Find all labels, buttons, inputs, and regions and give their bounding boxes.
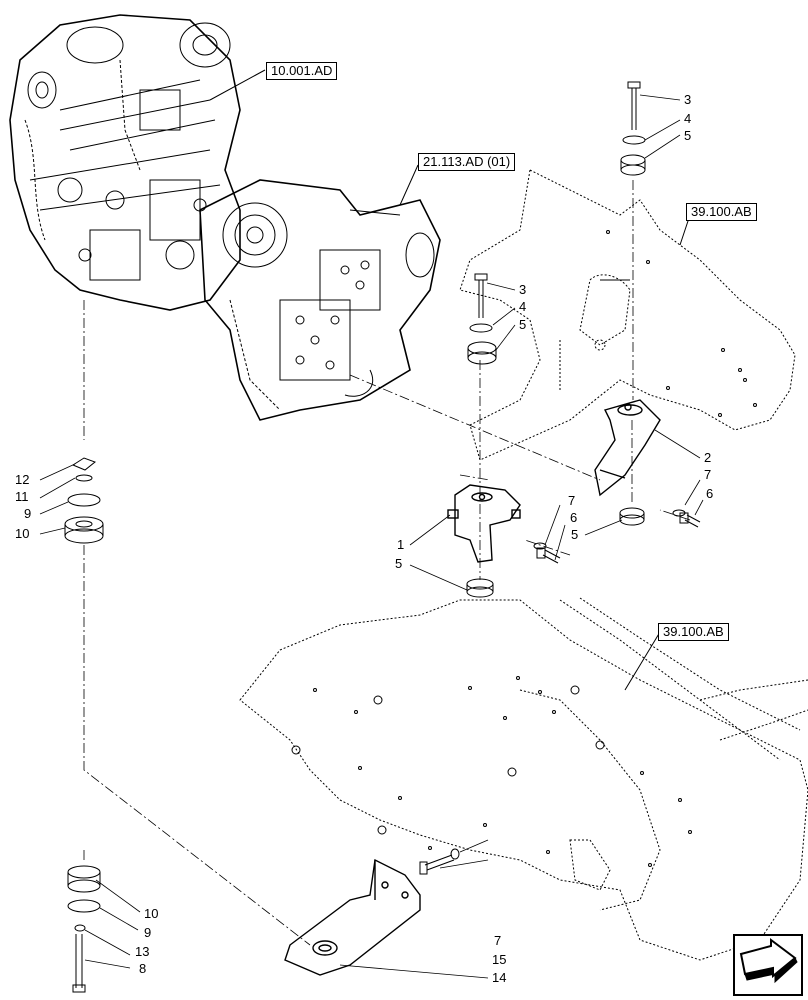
callout-10-upper: 10 <box>15 526 30 541</box>
mount-bracket-1 <box>447 484 521 563</box>
lower-frame-holes <box>291 676 692 867</box>
bolt-6-center <box>536 547 561 564</box>
assembly-center-lines <box>83 180 691 946</box>
lower-frame <box>239 597 808 961</box>
callout-9-upper: 9 <box>24 506 32 521</box>
upper-frame-holes <box>606 230 757 417</box>
callout-leaders <box>39 94 704 979</box>
bolt-6-right <box>679 512 701 528</box>
washer-7-center <box>533 542 547 550</box>
callout-2: 2 <box>704 450 712 465</box>
transmission-assembly <box>199 179 441 421</box>
callout-7-center: 7 <box>568 493 576 508</box>
callout-7-right: 7 <box>704 467 712 482</box>
ref-engine[interactable]: 10.001.AD <box>266 62 338 80</box>
rubber-mount-10-lower <box>67 865 101 893</box>
washer-13 <box>74 924 86 932</box>
rubber-mount-5-right <box>619 507 645 526</box>
rubber-mount-5-upper <box>620 154 646 176</box>
callout-7-bottom: 7 <box>494 933 502 948</box>
washer-11 <box>75 474 93 482</box>
callout-15: 15 <box>492 952 507 967</box>
callout-6-right: 6 <box>706 486 714 501</box>
callout-6-center: 6 <box>570 510 578 525</box>
rubber-mount-10-upper <box>64 516 104 544</box>
mount-bracket-14 <box>284 858 421 976</box>
next-page-arrow-glyph <box>739 938 798 984</box>
washer-7-right <box>672 509 686 517</box>
washer-4-upper <box>622 135 646 145</box>
ref-transmission[interactable]: 21.113.AD (01) <box>418 153 516 171</box>
callout-5-center: 5 <box>395 556 403 571</box>
next-page-arrow-icon[interactable] <box>733 934 803 996</box>
callout-4-upper: 4 <box>684 111 692 126</box>
ref-frame-lower[interactable]: 39.100.AB <box>658 623 729 641</box>
callout-14: 14 <box>492 970 507 985</box>
washer-9-lower <box>67 899 101 913</box>
washer-9-upper <box>67 493 101 507</box>
washer-7-bottom <box>450 848 460 860</box>
rubber-mount-5-center <box>466 578 494 598</box>
bolt-3-upper <box>627 81 641 130</box>
callout-1: 1 <box>397 537 405 552</box>
callout-5-middle: 5 <box>519 317 527 332</box>
upper-frame <box>459 169 796 461</box>
callout-10-lower: 10 <box>144 906 159 921</box>
engine-assembly <box>9 14 241 311</box>
callout-3-upper: 3 <box>684 92 692 107</box>
callout-9-lower: 9 <box>144 925 152 940</box>
bolt-3-middle <box>474 273 488 318</box>
callout-4-middle: 4 <box>519 299 527 314</box>
bolt-8 <box>72 934 86 993</box>
callout-3-middle: 3 <box>519 282 527 297</box>
callout-8: 8 <box>139 961 147 976</box>
mount-bracket-2 <box>594 399 661 497</box>
callout-12: 12 <box>15 472 30 487</box>
bolt-15 <box>419 854 455 875</box>
ref-frame-upper[interactable]: 39.100.AB <box>686 203 757 221</box>
plate-12 <box>71 457 97 471</box>
callout-13: 13 <box>135 944 150 959</box>
callout-5-center-right: 5 <box>571 527 579 542</box>
washer-4-middle <box>469 323 493 333</box>
callout-11: 11 <box>15 489 29 504</box>
rubber-mount-5-middle <box>467 341 497 365</box>
callout-5-upper: 5 <box>684 128 692 143</box>
